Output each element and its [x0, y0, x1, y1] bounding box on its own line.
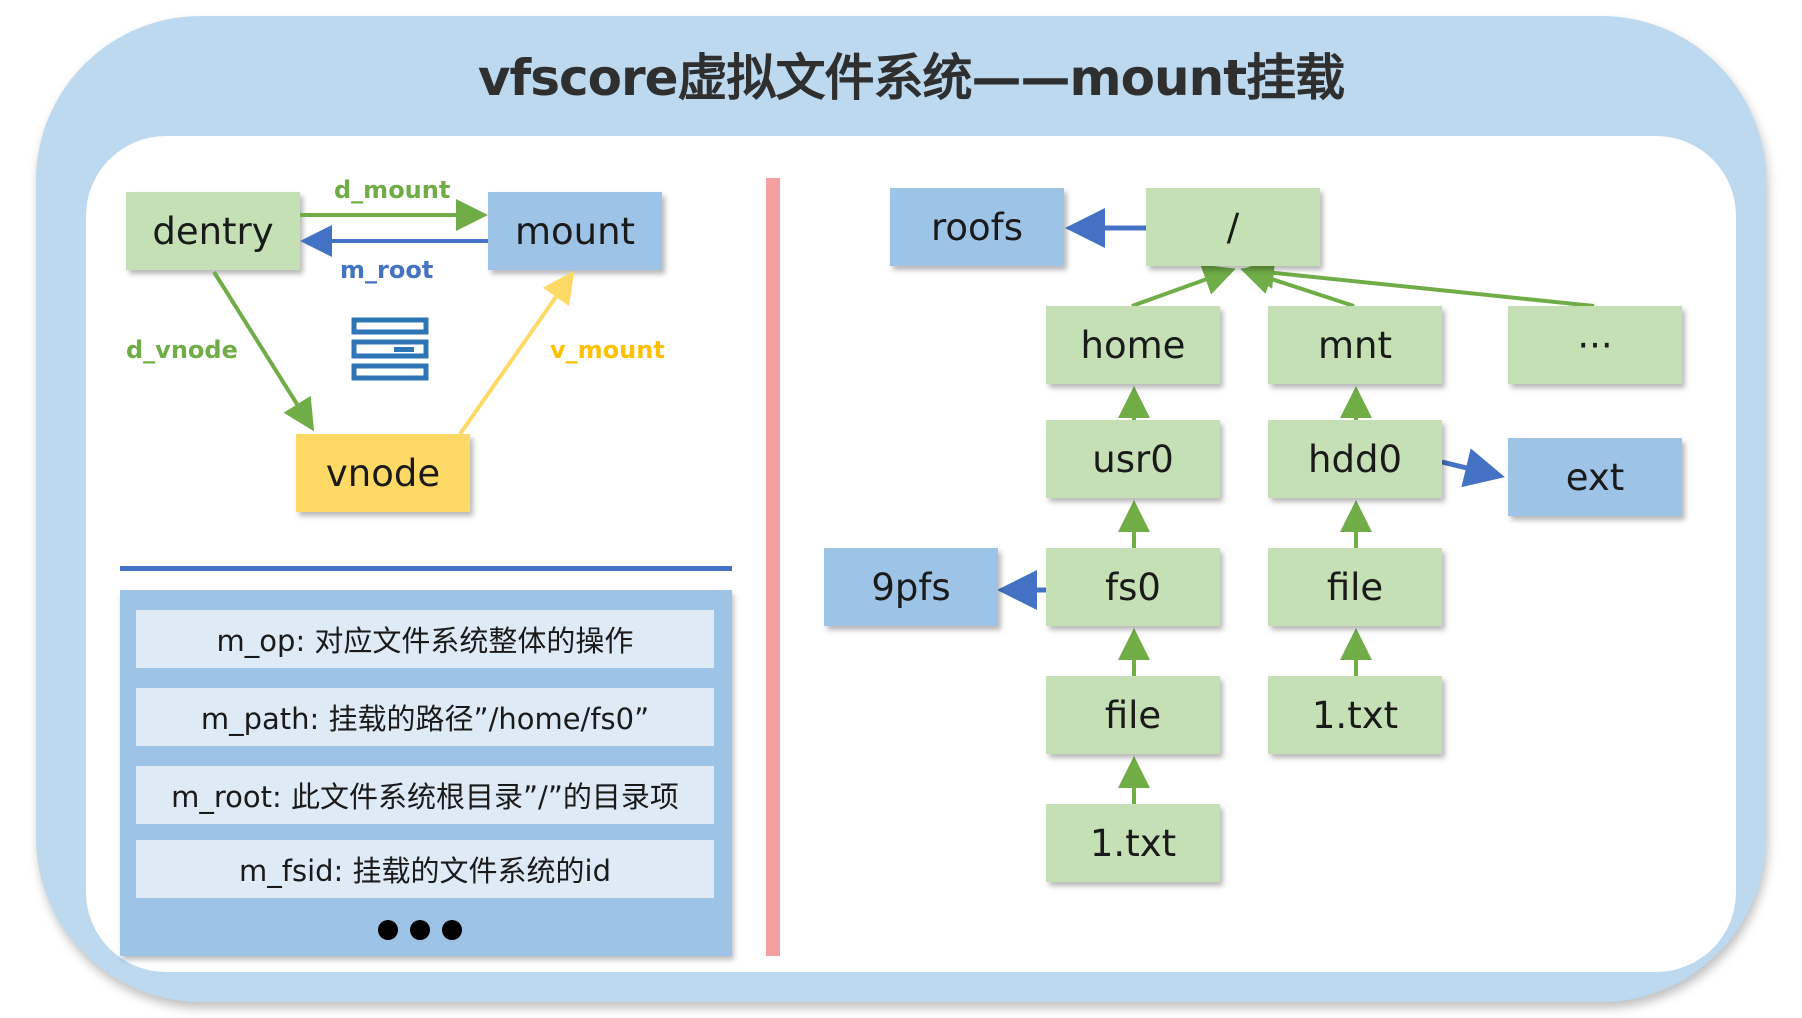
server-icon	[350, 316, 432, 382]
more-dirs-box: ···	[1508, 306, 1682, 384]
txt-left-box: 1.txt	[1046, 804, 1220, 882]
page-title: vfscore虚拟文件系统——mount挂载	[477, 49, 1345, 107]
dentry-box: dentry	[126, 192, 300, 270]
m-root-label: m_root	[340, 256, 434, 284]
field-m-op: m_op: 对应文件系统整体的操作	[136, 610, 714, 668]
d-mount-label: d_mount	[334, 176, 451, 204]
fs0-box: fs0	[1046, 548, 1220, 626]
section-divider	[120, 566, 732, 571]
more-dots-icon	[378, 918, 478, 942]
txt-right-box: 1.txt	[1268, 676, 1442, 754]
usr0-box: usr0	[1046, 420, 1220, 498]
hdd0-box: hdd0	[1268, 420, 1442, 498]
mount-struct-panel: m_op: 对应文件系统整体的操作 m_path: 挂载的路径”/home/fs…	[120, 590, 732, 956]
server-icon-glyph	[351, 317, 429, 381]
v-mount-label: v_mount	[550, 336, 665, 364]
root-dir-box: /	[1146, 188, 1320, 266]
field-m-path: m_path: 挂载的路径”/home/fs0”	[136, 688, 714, 746]
mount-box: mount	[488, 192, 662, 270]
ext-box: ext	[1508, 438, 1682, 516]
vnode-box: vnode	[296, 434, 470, 512]
field-m-fsid: m_fsid: 挂载的文件系统的id	[136, 840, 714, 898]
field-m-root: m_root: 此文件系统根目录”/”的目录项	[136, 766, 714, 824]
roofs-box: roofs	[890, 188, 1064, 266]
vertical-divider	[766, 178, 780, 956]
file-left-box: file	[1046, 676, 1220, 754]
home-box: home	[1046, 306, 1220, 384]
ninepfs-box: 9pfs	[824, 548, 998, 626]
d-vnode-label: d_vnode	[126, 336, 238, 364]
file-right-box: file	[1268, 548, 1442, 626]
mnt-box: mnt	[1268, 306, 1442, 384]
